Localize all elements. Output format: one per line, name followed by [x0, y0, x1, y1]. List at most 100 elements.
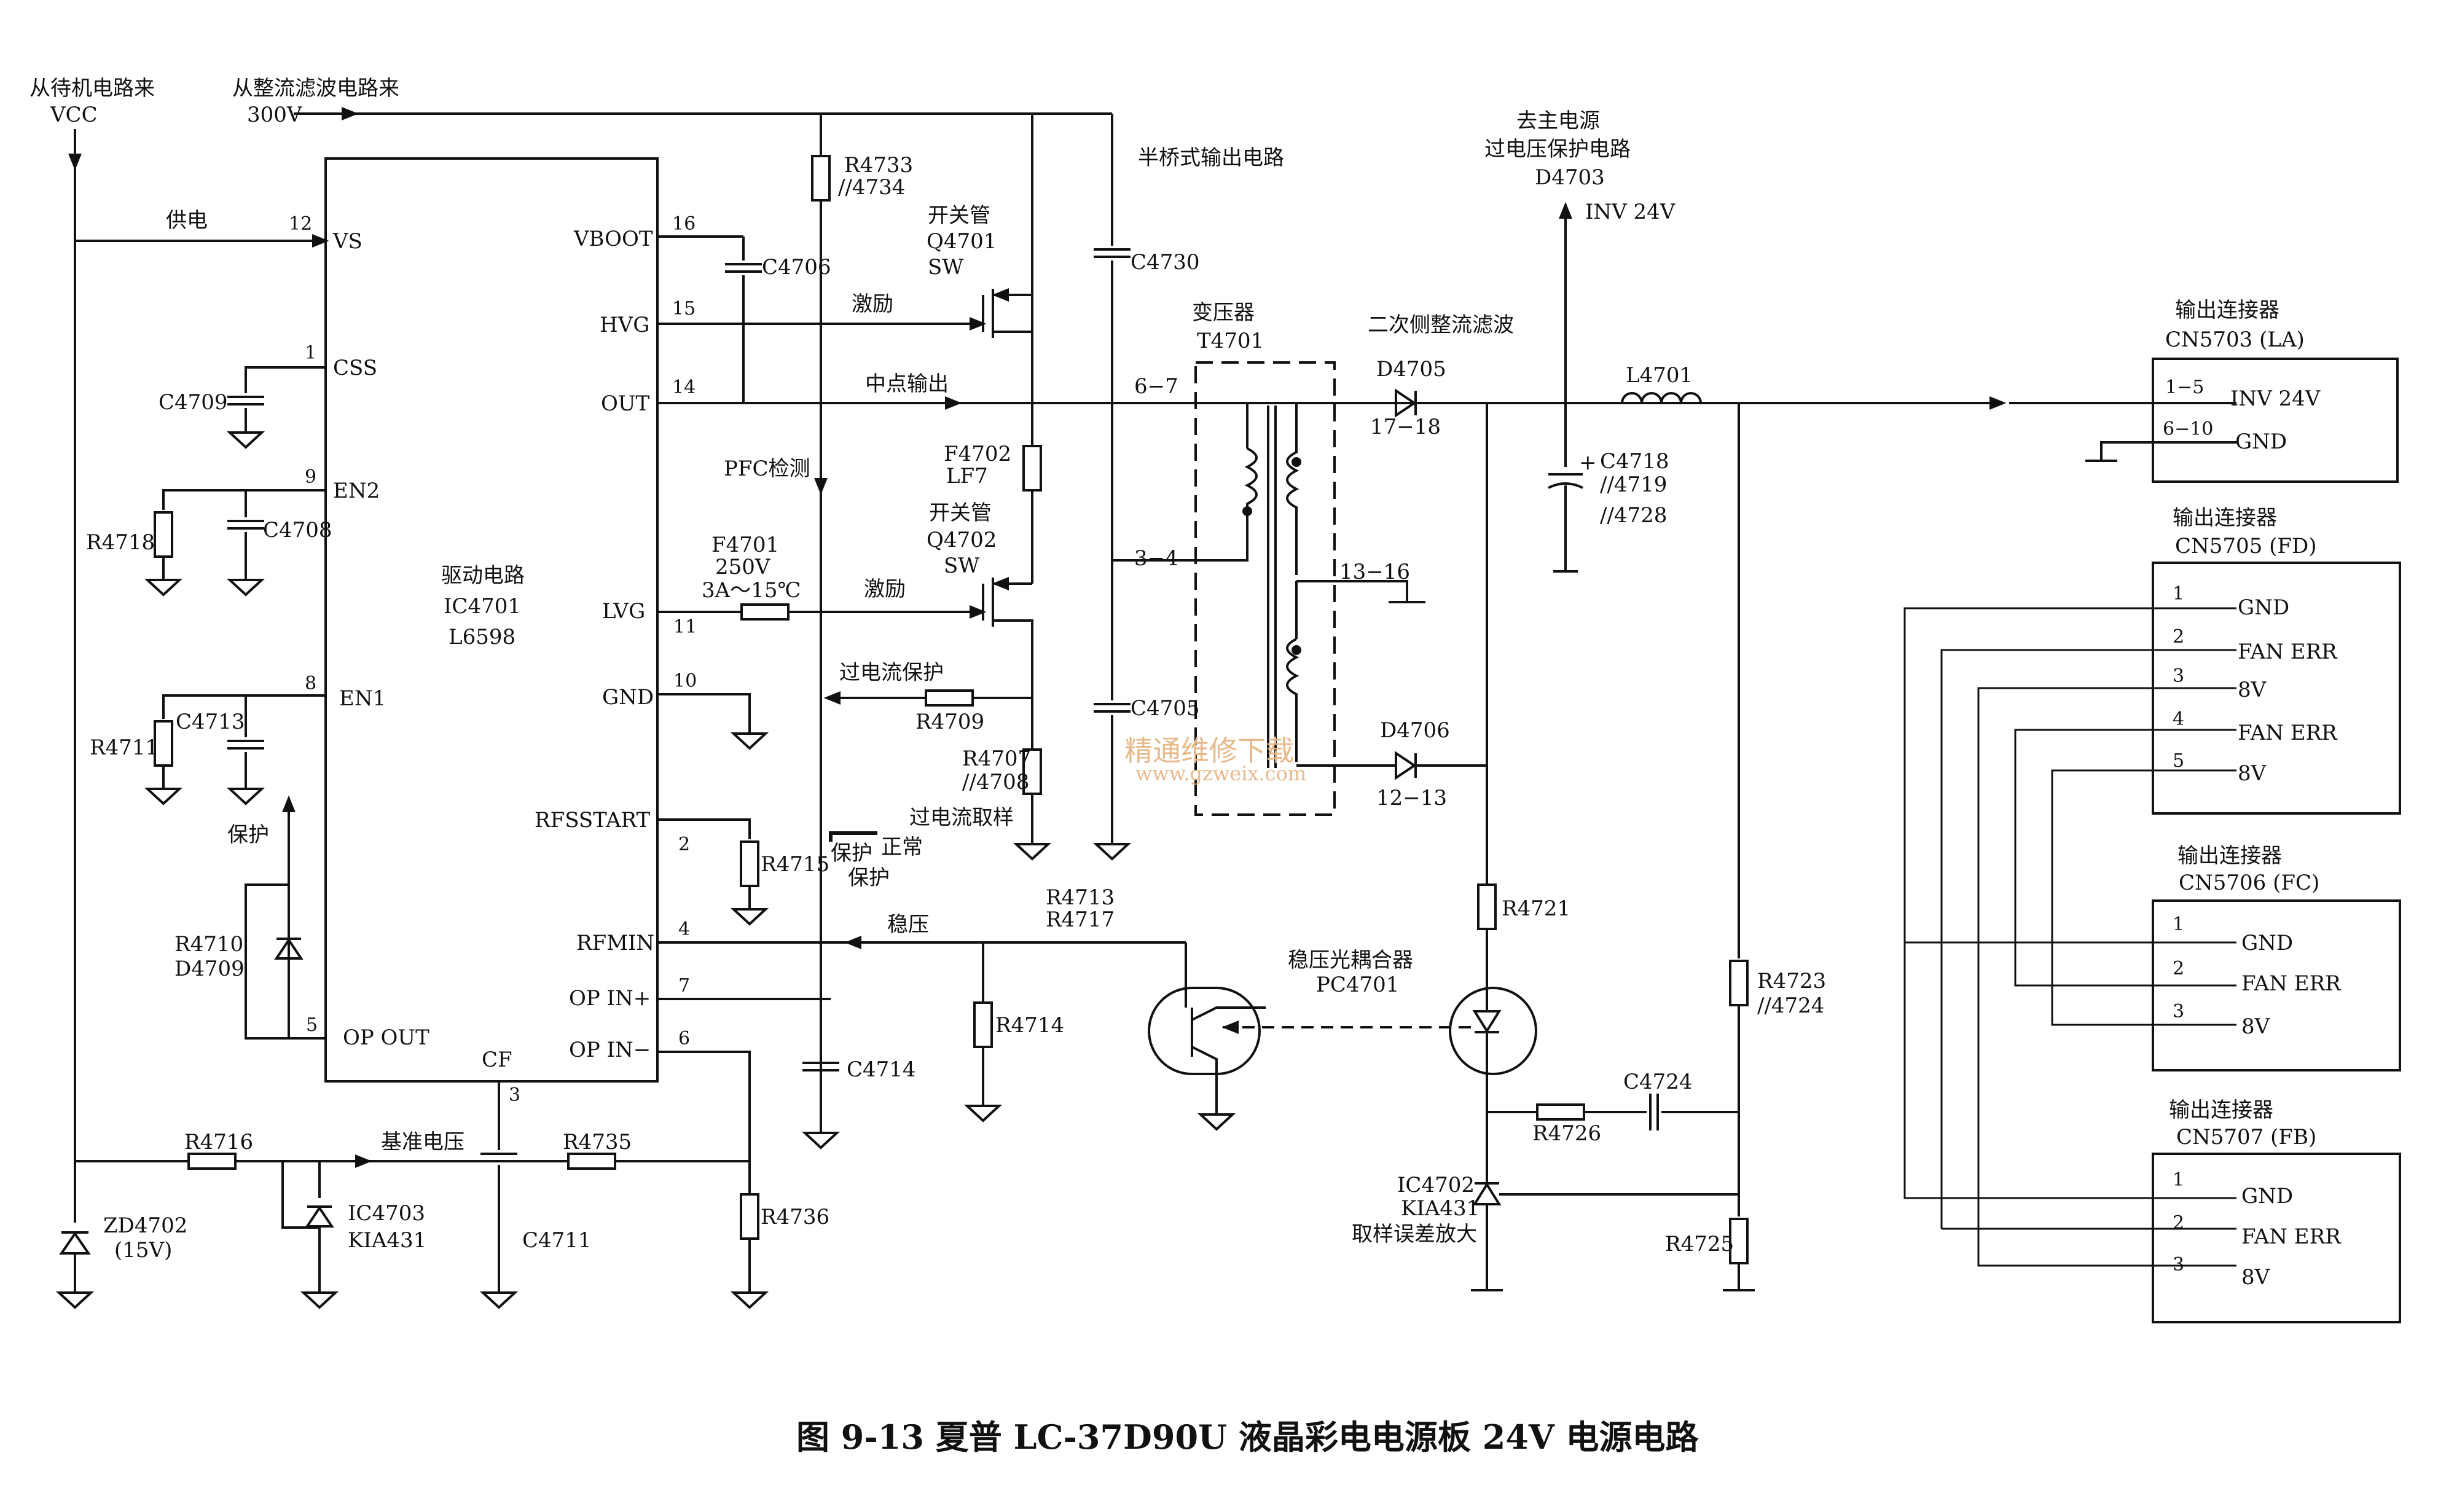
pc4701-label: PC4701: [1316, 973, 1399, 997]
pin-rfmin-name: RFMIN: [576, 931, 654, 955]
ic4701-part: L6598: [449, 625, 515, 649]
r4736-label: R4736: [761, 1205, 829, 1229]
ic4701-body: [324, 157, 659, 1083]
c4719-label: //4719: [1600, 472, 1667, 497]
d4705-pins: 17−18: [1370, 415, 1441, 439]
hv-source-label: 从整流滤波电路来: [232, 76, 399, 101]
to-main-label: 去主电源: [1516, 109, 1600, 133]
r4707-label: R4707: [962, 746, 1031, 771]
r4711-label: R4711: [90, 735, 159, 760]
pfc-label: PFC检测: [724, 456, 810, 481]
cn5707-title: 输出连接器: [2169, 1098, 2273, 1122]
transformer-label: 变压器: [1192, 300, 1255, 325]
pin-9-num: 9: [305, 466, 316, 488]
cn5705-pin2-num: 2: [2173, 626, 2184, 648]
figure-caption: 图 9-13 夏普 LC-37D90U 液晶彩电电源板 24V 电源电路: [796, 1417, 1699, 1457]
t4701-dashed-box: [1194, 361, 1336, 816]
r4735-label: R4735: [563, 1130, 632, 1154]
c4713-label: C4713: [176, 710, 245, 734]
t-67-label: 6−7: [1134, 374, 1178, 399]
t4701-secondary-coil-lower: [1286, 638, 1299, 762]
cn5707-pin1-name: GND: [2241, 1184, 2293, 1208]
r4733-label: R4733: [844, 153, 913, 178]
cn5706-pin3-num: 3: [2173, 1001, 2184, 1022]
r4709-label: R4709: [915, 710, 984, 734]
cn5706-title: 输出连接器: [2177, 844, 2282, 868]
ovp-label: 过电压保护电路: [1484, 137, 1631, 162]
pin-gnd-name: GND: [602, 685, 654, 710]
q4701-role: 开关管: [928, 203, 990, 228]
cn5703-pin1-name: INV 24V: [2230, 386, 2321, 411]
ic4702-label: IC4702: [1397, 1173, 1475, 1197]
hv-label: 300V: [247, 103, 303, 127]
pin-en1-name: EN1: [339, 686, 386, 711]
pin-en2-wire: [162, 489, 326, 510]
normal-label: 正常: [881, 835, 923, 860]
c4705-label: C4705: [1131, 696, 1200, 721]
cn5705-pin4-num: 4: [2173, 708, 2184, 730]
t-34-label: 3−4: [1134, 546, 1178, 571]
cn5705-pin3-num: 3: [2173, 665, 2184, 687]
ic4703-label: IC4703: [348, 1201, 425, 1226]
cn5707-pin1-num: 1: [2173, 1169, 2184, 1191]
c4724-label: C4724: [1623, 1070, 1693, 1094]
cn5703-ref: CN5703 (LA): [2165, 327, 2305, 352]
f4702-label: F4702: [944, 442, 1011, 466]
zd4702-label: ZD4702: [103, 1213, 187, 1238]
c4714-label: C4714: [847, 1057, 916, 1082]
supply-label: 供电: [166, 208, 208, 233]
d4709-diode: [274, 938, 304, 960]
r4717-label: R4717: [1046, 907, 1115, 932]
c4706-label: C4706: [762, 255, 831, 280]
r4724-label: //4724: [1757, 993, 1824, 1018]
r4716-label: R4716: [184, 1130, 253, 1154]
pin-hvg-name: HVG: [600, 313, 649, 337]
q4701-label: Q4701: [927, 229, 997, 254]
protect-label-low: 保护: [848, 866, 890, 890]
watermark-cn: 精通维修下载: [1124, 734, 1294, 767]
kia431-a-label: KIA431: [348, 1228, 426, 1253]
protect-label-mid: 保护: [831, 841, 872, 866]
pin-css-wire: [245, 366, 326, 393]
d4705-label: D4705: [1376, 357, 1446, 382]
cn5706-pin2-num: 2: [2173, 958, 2184, 979]
regulate-label: 稳压: [887, 912, 929, 937]
pin-3-num: 3: [509, 1084, 520, 1106]
cn5703-title: 输出连接器: [2175, 298, 2279, 323]
d4706-diode: [1395, 751, 1417, 780]
vcc-label: VCC: [50, 103, 98, 127]
d4709-label: D4709: [174, 957, 245, 981]
pin-5-num: 5: [306, 1014, 318, 1036]
q4702-role: 开关管: [929, 501, 992, 525]
f4701-label: F4701: [711, 533, 779, 557]
pin-lvg-name: LVG: [602, 599, 645, 624]
cn5705-pin1-num: 1: [2173, 583, 2184, 605]
r4718-label: R4718: [86, 530, 155, 555]
pin-out-name: OUT: [601, 391, 650, 416]
f4701-voltage: 250V: [715, 555, 771, 579]
c4718-label: C4718: [1600, 449, 1669, 474]
f4701-rating: 3A～15℃: [702, 578, 801, 603]
pin-en1-wire: [162, 694, 326, 719]
cn5705-pin3-name: 8V: [2238, 678, 2267, 702]
t4701-primary-coil: [1244, 447, 1258, 528]
half-bridge-label: 半桥式输出电路: [1138, 146, 1284, 170]
f4702-lf: LF7: [946, 464, 988, 488]
r4734-label: //4734: [838, 175, 905, 200]
kia431-b-label: KIA431: [1401, 1196, 1480, 1221]
pc4701-led-side: [1449, 987, 1537, 1075]
d4706-pins: 12−13: [1376, 786, 1447, 810]
pin-cf-name: CF: [482, 1048, 512, 1072]
sample-amp-label: 取样误差放大: [1352, 1222, 1477, 1247]
pin-rfsstart-wire: [657, 818, 751, 839]
r4721-label: R4721: [1502, 896, 1570, 921]
pin-10-num: 10: [673, 670, 697, 692]
pc4701-transistor-side: [1148, 987, 1261, 1075]
cn5705-pin2-name: FAN ERR: [2238, 640, 2338, 664]
c4708-label: C4708: [263, 518, 332, 543]
pin-6-num: 6: [678, 1028, 690, 1049]
q4702-sw: SW: [944, 554, 979, 578]
cn5707-pin2-name: FAN ERR: [2241, 1224, 2342, 1249]
cn5703-box: [2152, 358, 2399, 483]
cn5706-ref: CN5706 (FC): [2179, 871, 2319, 895]
